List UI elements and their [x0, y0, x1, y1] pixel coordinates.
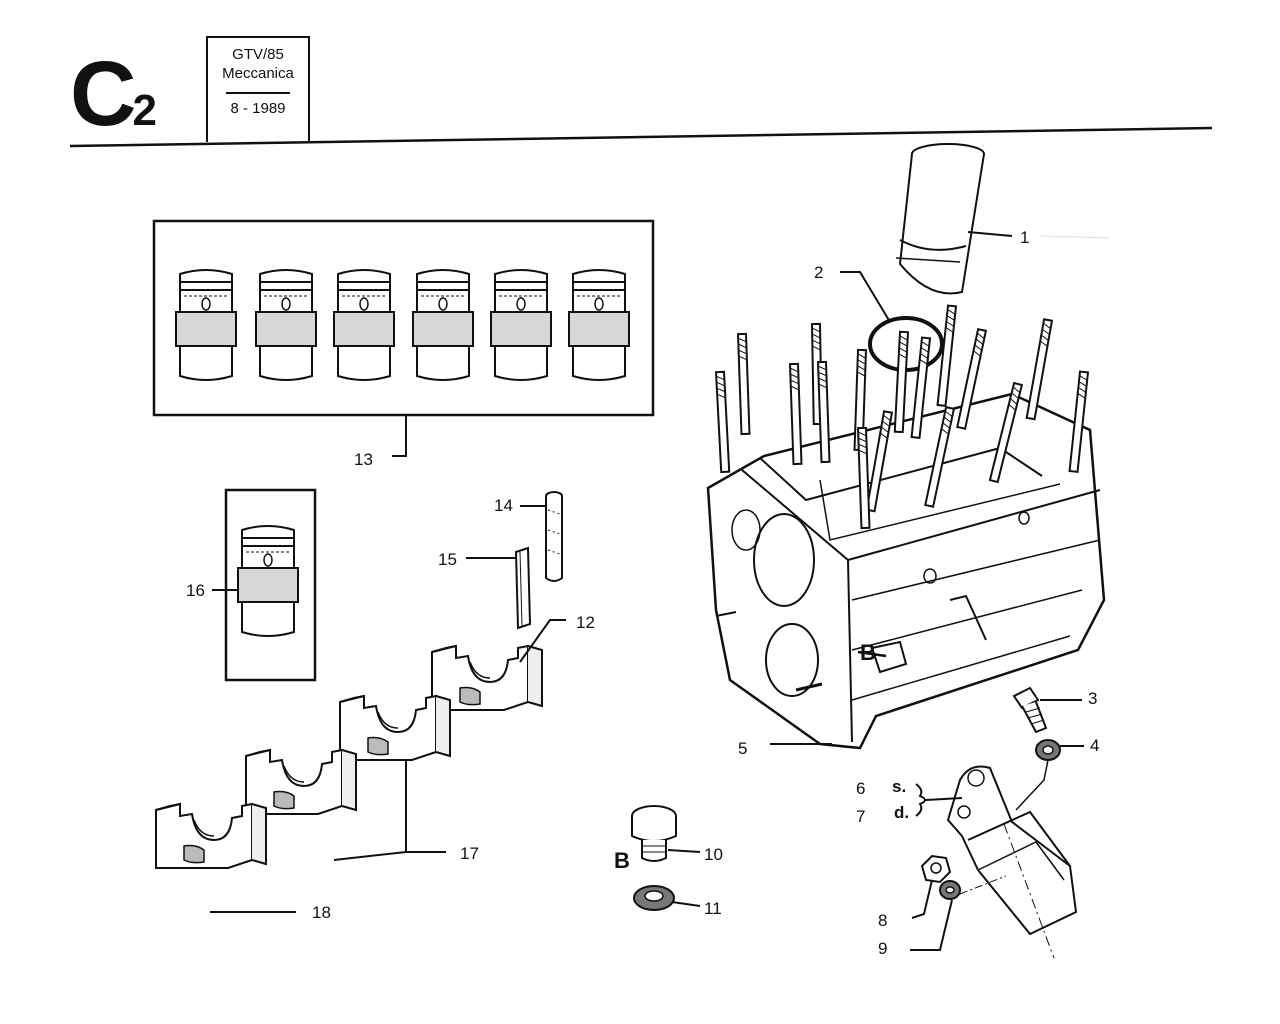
leader-17	[333, 760, 446, 861]
callout-2: 2	[814, 263, 824, 282]
plug-seal	[633, 885, 675, 911]
callout-7: 7	[856, 807, 866, 826]
date-label: 8 - 1989	[230, 100, 286, 117]
callout-13: 13	[354, 450, 373, 469]
washer-4	[1035, 739, 1061, 761]
callout-3: 3	[1088, 689, 1098, 708]
section-number: 2	[132, 86, 157, 135]
callout-4: 4	[1090, 736, 1100, 755]
callout-9: 9	[878, 939, 888, 958]
single-liner-frame	[224, 488, 317, 682]
callout-1: 1	[1020, 228, 1030, 247]
callout-7-side: d.	[894, 803, 910, 822]
leader-9	[910, 899, 953, 951]
leader-2	[840, 271, 891, 323]
callout-18: 18	[312, 903, 331, 922]
header-rule	[69, 126, 1213, 148]
cylinder-liner	[895, 143, 985, 295]
callout-14: 14	[494, 496, 513, 515]
leader-10	[667, 849, 701, 853]
engine-block	[706, 392, 1106, 750]
dowel-14	[545, 491, 563, 582]
nut-8	[920, 854, 952, 884]
drain-bolt	[1012, 686, 1048, 734]
category-label: Meccanica	[222, 65, 294, 82]
callout-8: 8	[878, 911, 888, 930]
callout-6: 6	[856, 779, 866, 798]
washer-9	[939, 880, 961, 900]
callout-11: 11	[704, 899, 722, 918]
callout-6-side: s.	[892, 777, 907, 796]
bearing-cap-17a	[339, 695, 451, 761]
engine-mount	[946, 765, 1078, 959]
section-letter: C	[70, 43, 136, 145]
leader-6-7	[925, 797, 963, 801]
detail-b-arrow	[857, 650, 887, 658]
detail-b-label-block: B	[860, 640, 876, 665]
leader-8	[911, 879, 933, 919]
callout-15: 15	[438, 550, 457, 569]
title-box: GTV/85 Meccanica 8 - 1989	[206, 36, 310, 142]
callout-12: 12	[576, 613, 595, 632]
section-code: C2	[70, 48, 157, 157]
scan-mark	[1039, 235, 1111, 239]
bearing-cap-17b	[245, 749, 357, 815]
single-liner	[237, 525, 299, 637]
leader-12	[519, 619, 566, 663]
callout-17: 17	[460, 844, 479, 863]
leader-13	[392, 415, 407, 457]
liner-kit-frame	[152, 219, 655, 417]
leader-11	[671, 901, 701, 907]
detail-b-label-plug: B	[614, 848, 630, 873]
callout-10: 10	[704, 845, 723, 864]
oil-plug	[631, 805, 677, 862]
title-divider	[226, 92, 290, 94]
bracket-6-7	[915, 783, 926, 817]
leader-1	[967, 231, 1013, 237]
shim-15	[514, 546, 532, 630]
liner-kit	[175, 269, 630, 381]
bearing-cap-18	[155, 803, 267, 869]
leader-4-axis	[1015, 759, 1049, 811]
callout-5: 5	[738, 739, 748, 758]
callout-16: 16	[186, 581, 205, 600]
model-label: GTV/85	[232, 46, 284, 63]
